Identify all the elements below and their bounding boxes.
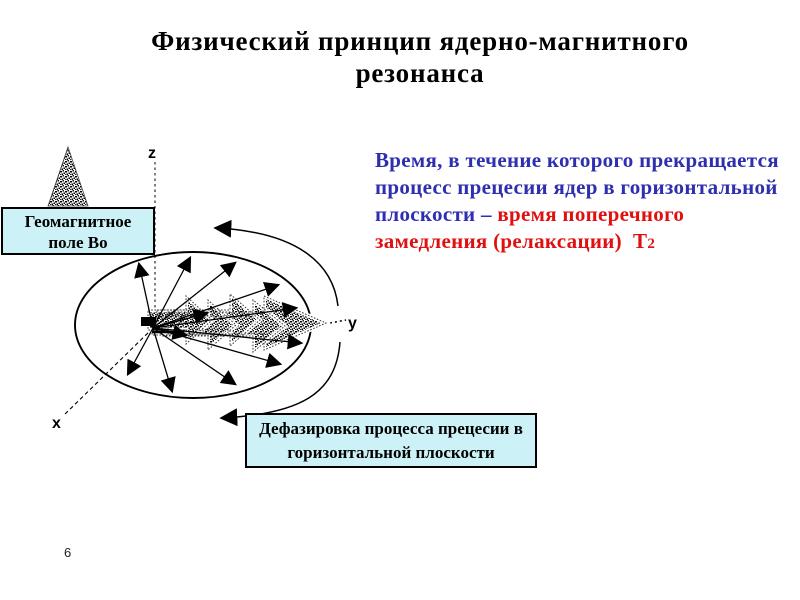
geomagnetic-field-line1: Геомагнитное	[24, 212, 132, 231]
page-number: 6	[64, 545, 72, 560]
relaxation-text: Время, в течение которого прекращается п…	[375, 147, 800, 258]
z-axis: z	[148, 145, 156, 328]
z-axis-label: z	[148, 145, 156, 162]
rotation-arc-top	[213, 219, 339, 307]
slide-title-line2: резонанса	[355, 58, 485, 88]
slide-title: Физический принцип ядерно-магнитного рез…	[40, 25, 800, 89]
t2-subscript: 2	[647, 236, 656, 252]
relaxation-text-line3-red: время поперечного	[497, 202, 685, 226]
field-cone-icon	[47, 145, 89, 207]
slide-title-line1: Физический принцип ядерно-магнитного	[151, 26, 689, 56]
dephasing-line1: Дефазировка процесса прецесии в	[259, 419, 523, 438]
x-axis: x	[52, 327, 154, 432]
rotation-arc-bottom	[219, 341, 341, 427]
relaxation-text-line4: замедления (релаксации) Т	[375, 229, 648, 253]
origin-bar	[141, 317, 184, 334]
geomagnetic-field-label: Геомагнитное поле Во	[1, 207, 155, 255]
y-axis-label: y	[348, 315, 357, 332]
dephasing-label: Дефазировка процесса прецесии в горизонт…	[245, 413, 537, 468]
spin-arrows	[126, 255, 304, 394]
x-axis-label: x	[52, 415, 61, 432]
geomagnetic-field-line2: поле Во	[48, 233, 108, 252]
dephasing-line2: горизонтальной плоскости	[287, 443, 495, 462]
y-axis: y	[329, 315, 357, 332]
relaxation-text-line1: Время, в течение которого прекращается	[375, 148, 779, 172]
relaxation-text-line3-blue: плоскости –	[375, 202, 498, 226]
relaxation-text-line2: процесс прецесии ядер в горизонтальной	[375, 175, 778, 199]
